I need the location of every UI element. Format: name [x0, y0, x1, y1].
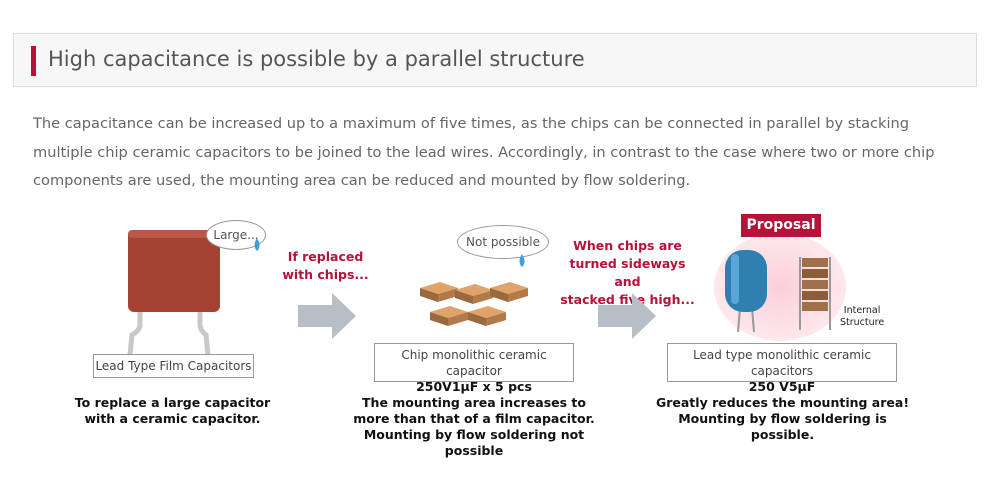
chip-capacitor-label: Chip monolithic ceramic capacitor 250V1μ…	[374, 343, 574, 394]
internal-label-line: Structure	[840, 317, 885, 328]
large-speech-bubble: Large...	[206, 220, 266, 250]
chip-caption: The mounting area increases to more than…	[335, 395, 613, 459]
not-possible-speech-bubble: Not possible	[457, 225, 549, 259]
arrow1-text: If replaced with chips...	[278, 248, 373, 284]
internal-label-line: Internal	[843, 305, 881, 316]
proposal-label-line: Lead type monolithic ceramic capacitors	[693, 348, 871, 378]
arrow1-text-line: with chips...	[282, 267, 369, 282]
right-arrow-icon	[598, 293, 656, 339]
not-possible-bubble-text: Not possible	[466, 235, 540, 249]
internal-structure-label: Internal Structure	[840, 305, 884, 329]
proposal-badge: Proposal	[741, 214, 821, 237]
arrow1-text-line: If replaced	[287, 249, 364, 264]
chip-label-spec: 250V1μF x 5 pcs	[416, 379, 532, 394]
film-caption-line: with a ceramic capacitor.	[84, 411, 261, 426]
chip-label-line: Chip monolithic ceramic capacitor	[401, 348, 547, 378]
film-caption: To replace a large capacitor with a cera…	[70, 395, 275, 427]
header-accent-bar	[31, 46, 36, 76]
sweat-drop-icon	[519, 254, 525, 267]
proposal-caption-line: Mounting by flow soldering is possible.	[678, 411, 887, 442]
arrow2-text-line: stacked five high...	[560, 292, 695, 307]
proposal-caption-line: Greatly reduces the mounting area!	[655, 395, 910, 410]
film-caption-line: To replace a large capacitor	[74, 395, 271, 410]
blue-capacitor-illustration	[725, 250, 767, 333]
chip-caption-line: more than that of a film capacitor.	[353, 411, 595, 426]
proposal-caption: Greatly reduces the mounting area! Mount…	[650, 395, 915, 443]
arrow2-text-line: When chips are	[573, 238, 682, 253]
chip-caption-line: The mounting area increases to	[362, 395, 586, 410]
intro-paragraph: The capacitance can be increased up to a…	[33, 115, 935, 189]
large-bubble-text: Large...	[213, 228, 259, 242]
internal-structure-illustration	[799, 257, 831, 330]
proposal-capacitor-label: Lead type monolithic ceramic capacitors …	[667, 343, 897, 394]
film-capacitor-label: Lead Type Film Capacitors	[93, 354, 254, 378]
sweat-drop-icon	[254, 238, 260, 251]
proposal-label-spec: 250 V5μF	[748, 379, 816, 394]
right-arrow-icon	[298, 293, 356, 339]
section-title: High capacitance is possible by a parall…	[48, 47, 585, 71]
arrow2-text-line: turned sideways and	[569, 256, 686, 289]
chip-caption-line: Mounting by flow soldering not possible	[363, 427, 585, 458]
section-header: High capacitance is possible by a parall…	[13, 33, 977, 87]
arrow2-text: When chips are turned sideways and stack…	[555, 237, 700, 309]
film-label-text: Lead Type Film Capacitors	[95, 359, 252, 373]
film-capacitor-illustration	[127, 230, 220, 355]
chip-capacitors-illustration	[420, 282, 528, 326]
